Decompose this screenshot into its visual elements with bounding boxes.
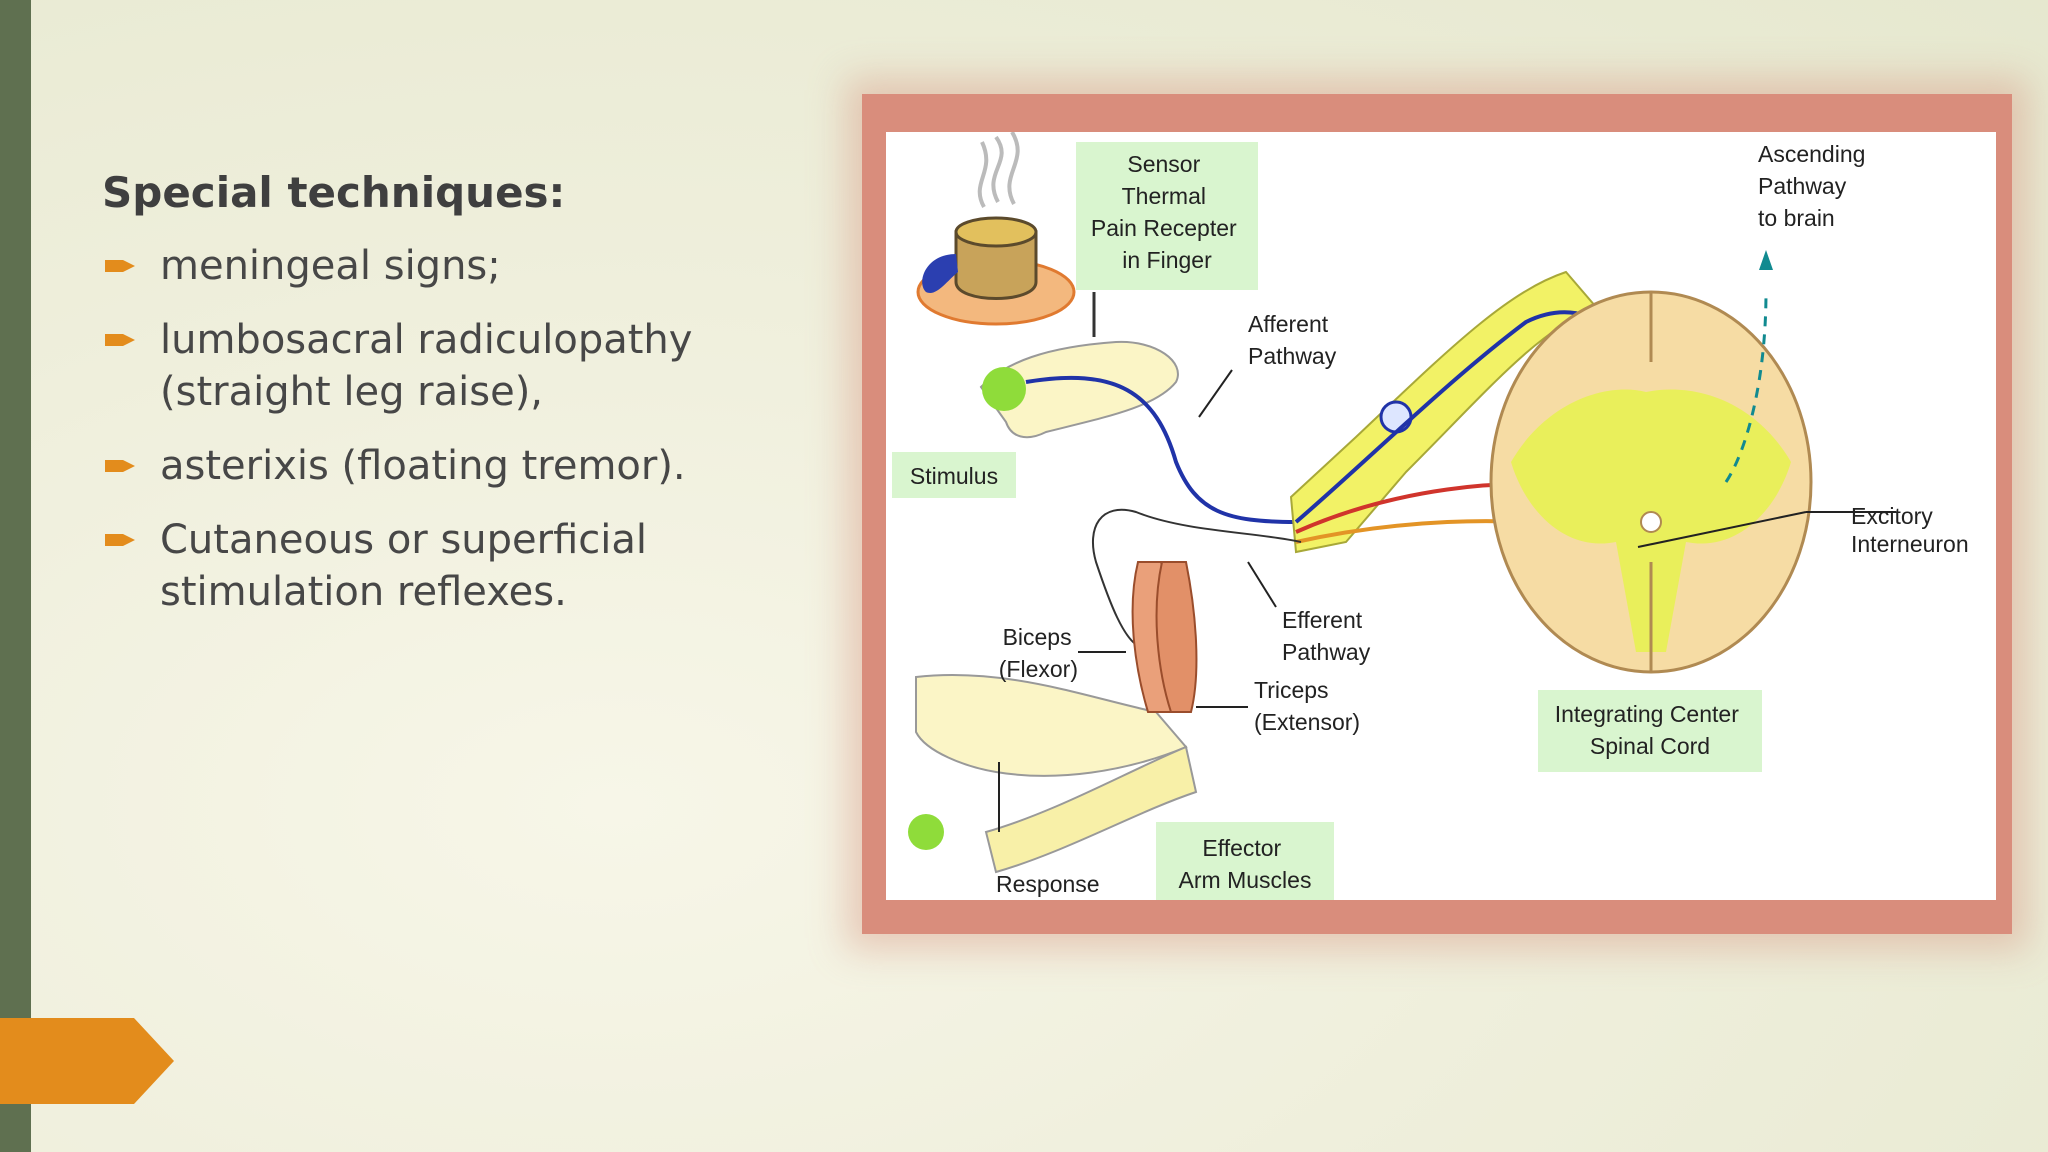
- efferent-label: Efferent Pathway: [1282, 607, 1371, 665]
- arrow-bullet-icon: [105, 257, 135, 275]
- response-burst-icon: [908, 814, 944, 850]
- stimulus-label: Stimulus: [910, 463, 998, 489]
- bullet-item: Cutaneous or superficial stimulation ref…: [102, 514, 742, 618]
- orange-arrow-tab: [0, 1018, 174, 1104]
- bullet-item: meningeal signs;: [102, 240, 742, 292]
- side-accent-bar: [0, 0, 31, 1152]
- bullet-text-continued: stimulation reflexes.: [160, 569, 567, 615]
- bullet-list: meningeal signs; lumbosacral radiculopat…: [102, 240, 742, 640]
- bullet-item: lumbosacral radiculopathy (straight leg …: [102, 314, 742, 418]
- stimulus-burst-icon: [982, 367, 1026, 411]
- triceps-label: Triceps (Extensor): [1254, 677, 1360, 735]
- ascending-label: Ascending Pathway to brain: [1758, 141, 1872, 231]
- arrow-bullet-icon: [105, 531, 135, 549]
- ascending-arrow-icon: [1759, 250, 1773, 270]
- response-label: Response: [996, 871, 1100, 897]
- afferent-label: Afferent Pathway: [1248, 311, 1337, 369]
- bullet-text: asterixis (floating tremor).: [160, 443, 686, 489]
- afferent-pointer: [1199, 370, 1232, 417]
- slide-title: Special techniques:: [102, 168, 565, 217]
- bullet-text: Cutaneous or superficial: [160, 517, 647, 563]
- reflex-arc-illustration: Sensor Thermal Pain Recepter in Finger S…: [886, 132, 1996, 900]
- bullet-item: asterixis (floating tremor).: [102, 440, 742, 492]
- spinal-cord-cross-section: [1491, 292, 1811, 672]
- steam-icon: [980, 132, 1018, 207]
- bullet-text: meningeal signs;: [160, 243, 501, 289]
- hot-pot-icon: [922, 218, 1036, 299]
- arrow-bullet-icon: [105, 331, 135, 349]
- reflex-arc-diagram: Sensor Thermal Pain Recepter in Finger S…: [886, 132, 1996, 900]
- ganglion-cell-icon: [1381, 402, 1411, 432]
- bullet-text: lumbosacral radiculopathy: [160, 317, 692, 363]
- arrow-bullet-icon: [105, 457, 135, 475]
- biceps-label: Biceps (Flexor): [999, 624, 1078, 682]
- excitory-label: Excitory Interneuron: [1851, 503, 1969, 557]
- bullet-text-continued: (straight leg raise),: [160, 369, 543, 415]
- efferent-pointer: [1248, 562, 1276, 607]
- efferent-pathway-line: [1093, 510, 1301, 648]
- arm-muscles-icon: [1133, 562, 1197, 712]
